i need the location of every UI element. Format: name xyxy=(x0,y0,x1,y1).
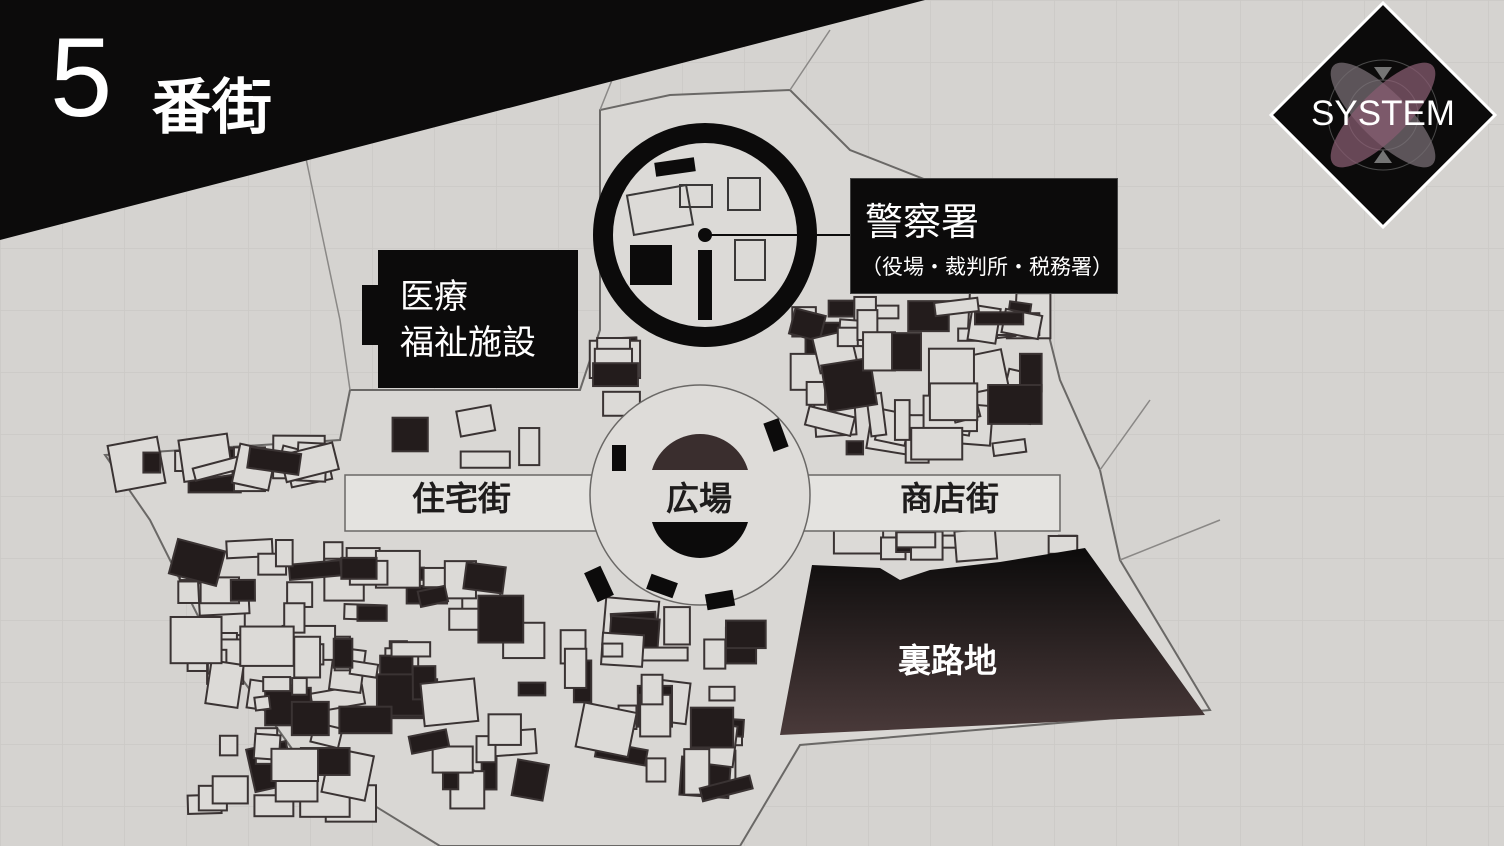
building xyxy=(893,399,911,441)
building xyxy=(725,619,767,650)
building xyxy=(142,451,162,474)
building xyxy=(574,701,638,759)
building xyxy=(640,673,664,706)
building xyxy=(293,635,322,679)
building xyxy=(407,728,451,755)
building xyxy=(290,700,330,737)
district-suffix: 番街 xyxy=(152,73,272,143)
building xyxy=(218,734,239,757)
building xyxy=(703,638,727,670)
building xyxy=(787,307,827,343)
building xyxy=(270,747,320,783)
building xyxy=(910,426,964,461)
building xyxy=(356,604,388,622)
police-title: 警察署 xyxy=(865,200,980,244)
building xyxy=(487,713,522,746)
building xyxy=(448,607,483,631)
police-subtitle: （役場・裁判所・税務署） xyxy=(861,255,1113,279)
medical-label-line2: 福祉施設 xyxy=(400,323,536,363)
building xyxy=(459,450,511,469)
building xyxy=(836,326,859,348)
system-button-label[interactable]: SYSTEM xyxy=(1311,94,1455,133)
building xyxy=(167,537,227,588)
building xyxy=(287,559,343,582)
building xyxy=(246,445,303,476)
building xyxy=(455,404,497,438)
plaza-bottom xyxy=(652,522,748,558)
building xyxy=(991,437,1028,458)
building xyxy=(253,694,272,712)
building xyxy=(928,382,979,422)
district-number: 5 xyxy=(50,15,113,140)
building xyxy=(416,584,450,609)
police-station-label[interactable]: 警察署 （役場・裁判所・税務署） xyxy=(850,178,1118,294)
building xyxy=(229,578,256,602)
building xyxy=(689,706,735,749)
building xyxy=(291,677,308,696)
back-alley-zone xyxy=(780,548,1205,735)
building xyxy=(832,529,885,555)
building xyxy=(274,539,294,568)
building xyxy=(953,527,999,563)
building xyxy=(239,625,295,667)
building xyxy=(204,659,245,709)
building xyxy=(169,615,223,665)
building xyxy=(348,659,380,679)
building xyxy=(827,299,856,318)
plaza-ring-road xyxy=(589,384,811,606)
building xyxy=(431,745,474,774)
medical-label-tab xyxy=(362,285,380,345)
building xyxy=(601,642,624,658)
building xyxy=(663,606,691,646)
building xyxy=(895,531,937,549)
system-button[interactable] xyxy=(1268,0,1498,230)
building xyxy=(933,296,980,318)
building xyxy=(441,771,460,791)
building xyxy=(391,416,429,453)
building xyxy=(640,646,689,662)
building xyxy=(683,748,711,796)
building xyxy=(510,758,551,802)
building xyxy=(518,427,541,467)
building xyxy=(645,757,667,783)
building xyxy=(517,681,547,697)
building xyxy=(698,774,754,803)
area-residential[interactable]: 住宅街 xyxy=(412,479,511,518)
building xyxy=(211,775,249,805)
building xyxy=(390,641,432,658)
buildings-layer xyxy=(106,287,1079,823)
building xyxy=(803,404,857,438)
plaza-top xyxy=(652,433,748,470)
building xyxy=(987,384,1043,425)
building xyxy=(805,380,827,406)
medical-label-line1: 医療 xyxy=(400,277,468,317)
building xyxy=(332,637,354,669)
building xyxy=(338,705,393,735)
area-plaza[interactable]: 広場 xyxy=(666,479,732,518)
building xyxy=(563,647,588,689)
building xyxy=(862,331,896,372)
building xyxy=(891,332,922,372)
building xyxy=(708,685,736,702)
building xyxy=(340,556,378,580)
building xyxy=(845,440,865,456)
building xyxy=(419,677,480,728)
title-banner xyxy=(0,0,925,240)
medical-facility-label[interactable]: 医療 福祉施設 xyxy=(378,250,578,388)
building xyxy=(974,311,1025,326)
area-back-alley[interactable]: 裏路地 xyxy=(898,641,997,680)
building xyxy=(462,561,507,595)
building xyxy=(262,676,292,693)
building xyxy=(477,594,525,644)
building xyxy=(592,362,639,388)
area-shopping[interactable]: 商店街 xyxy=(900,479,999,518)
atom-emblem-icon xyxy=(1327,59,1439,171)
